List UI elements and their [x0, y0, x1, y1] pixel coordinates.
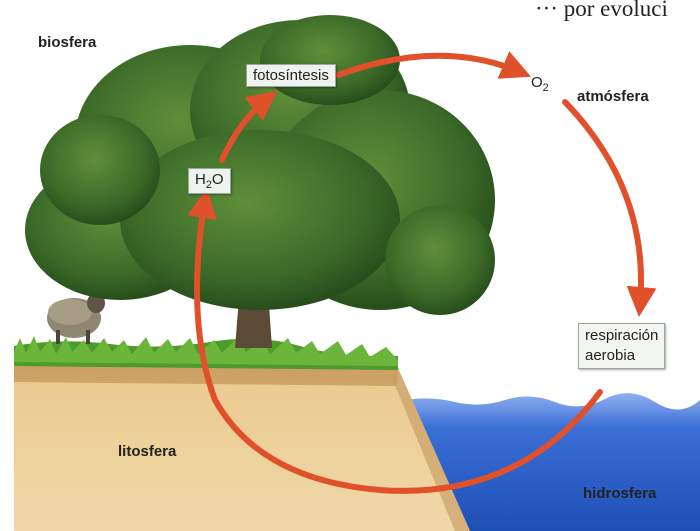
h2o-base: H — [195, 171, 206, 188]
box-fotosintesis: fotosíntesis — [246, 64, 336, 87]
cycle-arrows — [187, 51, 657, 494]
grass-strip — [14, 336, 398, 370]
arrow-respiracion-to-h2o — [187, 188, 603, 494]
label-hidrosfera: hidrosfera — [583, 485, 657, 502]
label-o2: O2 — [531, 74, 549, 94]
header-fragment: ··· por evoluci — [535, 0, 668, 21]
o2-sub: 2 — [542, 82, 549, 94]
h2o-tail: O — [211, 171, 224, 188]
arrow-h2o-to-fotosintesis — [219, 90, 278, 163]
tree-foliage — [25, 15, 495, 315]
h2o-sub: 2 — [205, 179, 212, 191]
label-atmosfera: atmósfera — [577, 88, 649, 105]
fotosintesis-text: fotosíntesis — [253, 67, 329, 84]
sheep — [47, 293, 105, 344]
hydrosphere-water — [405, 393, 700, 531]
box-h2o: H2O — [188, 168, 231, 194]
lithosphere-soil — [14, 362, 470, 531]
label-biosfera: biosfera — [38, 34, 97, 51]
respiracion-line2: aerobia — [585, 347, 636, 364]
arrow-fotosintesis-to-o2 — [335, 51, 532, 79]
arrow-o2-to-respiracion — [562, 99, 657, 317]
respiracion-line1: respiración — [585, 327, 659, 344]
box-respiracion: respiración aerobia — [578, 323, 666, 369]
o2-base: O — [531, 74, 543, 91]
label-litosfera: litosfera — [118, 443, 177, 460]
